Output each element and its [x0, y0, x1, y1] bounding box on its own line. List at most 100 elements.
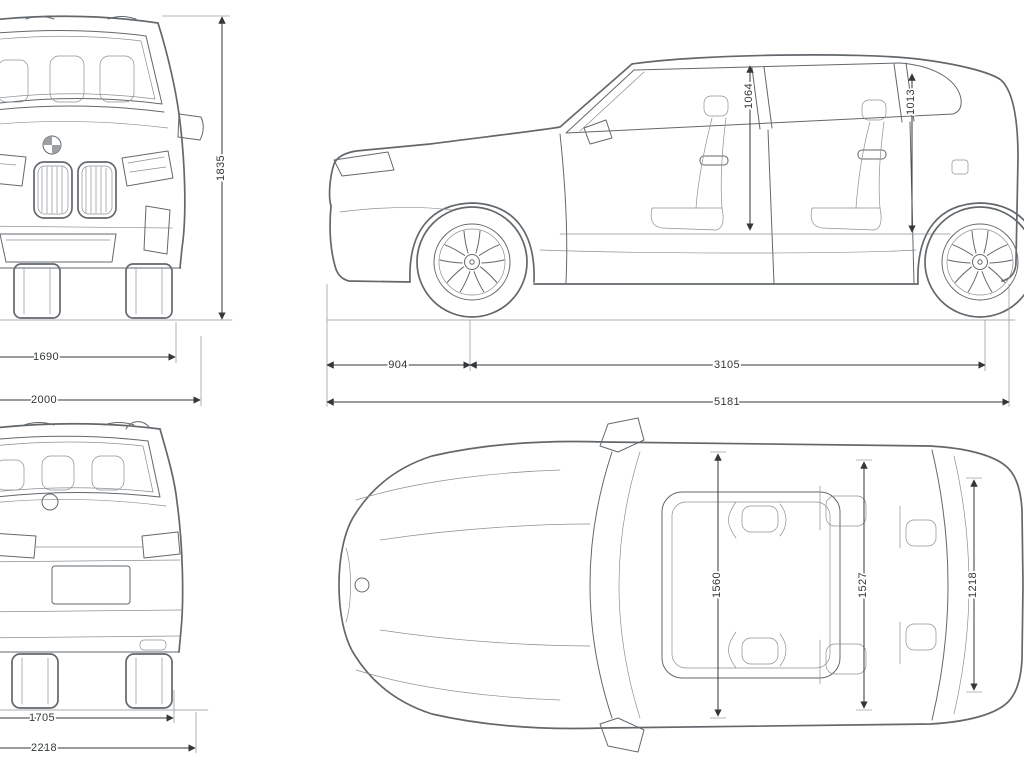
rear-headrest	[91, 455, 125, 491]
side-body-crease	[339, 207, 917, 254]
top-view-dimensions: 1560 1527 1218	[709, 451, 982, 719]
seat-back	[695, 117, 727, 209]
side-rear-wheel-arch	[917, 202, 1024, 285]
seat-headrest	[905, 519, 937, 547]
top-rear-window-arc	[931, 449, 949, 721]
dim-label-front-height: 1835	[215, 155, 227, 181]
side-glasshouse	[565, 62, 962, 134]
top-windshield-front-arc	[589, 451, 613, 719]
dim-label-rear-interior-height: 1013	[905, 89, 917, 115]
top-view-drawing	[338, 417, 1024, 753]
bmw-roundel-quadrants	[43, 136, 61, 154]
rear-view-drawing	[0, 421, 209, 711]
seat-headrest	[825, 495, 867, 527]
front-headlight-left	[0, 153, 27, 187]
rear-roof	[0, 422, 161, 430]
side-b-pillar	[751, 66, 773, 130]
seat-headrest	[741, 505, 779, 533]
front-grille-inner-right	[81, 165, 113, 215]
rear-window	[0, 435, 161, 498]
rear-body-side	[159, 428, 184, 653]
top-hood-lines	[379, 523, 591, 647]
front-tire-tread	[23, 267, 163, 315]
front-roof	[0, 15, 159, 24]
side-front-bumper	[329, 205, 411, 283]
front-tire-right	[125, 263, 173, 319]
front-windshield	[0, 29, 163, 105]
taillight-right	[141, 531, 181, 559]
dim-label-wheelbase: 3105	[714, 359, 740, 371]
side-rear-seat	[810, 99, 887, 231]
front-headlight-right-detail	[127, 156, 167, 173]
dim-label-front-width: 2000	[31, 394, 57, 406]
rear-view-dimensions: 1705 2218	[0, 690, 197, 756]
front-roof-rails	[25, 16, 137, 20]
front-tire-left	[13, 263, 61, 319]
top-mirror-right	[599, 717, 645, 753]
dim-label-front-interior-height: 1064	[743, 83, 755, 109]
seat-cushion	[810, 207, 882, 231]
front-view-drawing	[0, 15, 233, 321]
front-view-dimensions: 1835 1690 2000	[0, 15, 230, 408]
bmw-roundel-icon	[354, 577, 370, 593]
extension-line	[856, 459, 872, 711]
tailgate-lines	[0, 559, 182, 639]
seat-headrest	[703, 95, 729, 117]
side-door-seams	[559, 121, 915, 285]
extension-line	[710, 451, 726, 719]
rear-view: 1705 2218	[0, 421, 209, 756]
front-air-intake	[0, 233, 117, 263]
top-sunroof-inner	[671, 501, 831, 669]
side-door-handle-front	[699, 155, 729, 166]
front-side-intake	[143, 205, 171, 255]
rear-headrest	[0, 459, 25, 491]
dim-label-rear-track: 1705	[29, 712, 55, 724]
rear-tire-right	[125, 653, 173, 709]
side-a-pillar	[579, 71, 645, 132]
side-body-outline	[328, 54, 1019, 282]
front-windshield-inner	[0, 35, 156, 100]
rear-tire-tread	[21, 657, 163, 705]
seat-headrest	[741, 637, 779, 665]
bmw-roundel-icon	[41, 493, 59, 511]
side-door-handle-rear	[857, 149, 887, 160]
side-headlight	[333, 151, 395, 177]
front-view: 1835 1690 2000	[0, 15, 233, 408]
side-mirror	[583, 119, 613, 145]
front-bumper-line	[0, 225, 173, 229]
front-hood-line	[0, 121, 169, 129]
dim-label-front-overhang: 904	[388, 359, 408, 371]
rear-window-inner	[0, 441, 154, 493]
seat-headrest	[825, 643, 867, 675]
seat-back	[855, 121, 885, 209]
side-front-wheel-arch	[409, 202, 535, 283]
front-headlight-left-detail	[0, 163, 17, 166]
front-grille-kidney-left	[33, 161, 73, 219]
taillight-left	[0, 533, 37, 559]
dim-label-rear-interior-width: 1218	[967, 572, 979, 598]
dim-label-front-interior-width: 1560	[711, 572, 723, 598]
seat-bolsters	[728, 501, 787, 539]
front-cowl-line	[0, 105, 165, 113]
rear-spoiler-line	[0, 499, 167, 507]
top-third-row-seats	[899, 505, 937, 665]
front-grille-inner-left	[37, 165, 69, 215]
front-headrest	[0, 59, 29, 103]
dim-label-front-track: 1690	[33, 351, 59, 363]
dim-label-rear-width: 2218	[31, 742, 57, 754]
seat-cushion	[650, 207, 724, 231]
front-mirror-right	[177, 113, 204, 141]
top-front-seats	[728, 501, 787, 669]
rear-tire-left	[11, 653, 59, 709]
front-headrest	[99, 55, 135, 103]
top-grille-line	[345, 547, 351, 623]
top-sunroof	[661, 491, 841, 679]
dim-label-overall-length: 5181	[714, 396, 740, 408]
front-body-side	[157, 22, 186, 269]
top-tailgate-arc	[953, 455, 970, 715]
seat-headrest	[905, 623, 937, 651]
top-view: 1560 1527 1218	[338, 417, 1024, 753]
seat-headrest	[861, 99, 887, 121]
side-view: 1064 1013 904 3105 5181	[326, 54, 1024, 410]
antenna-fin	[125, 421, 151, 430]
